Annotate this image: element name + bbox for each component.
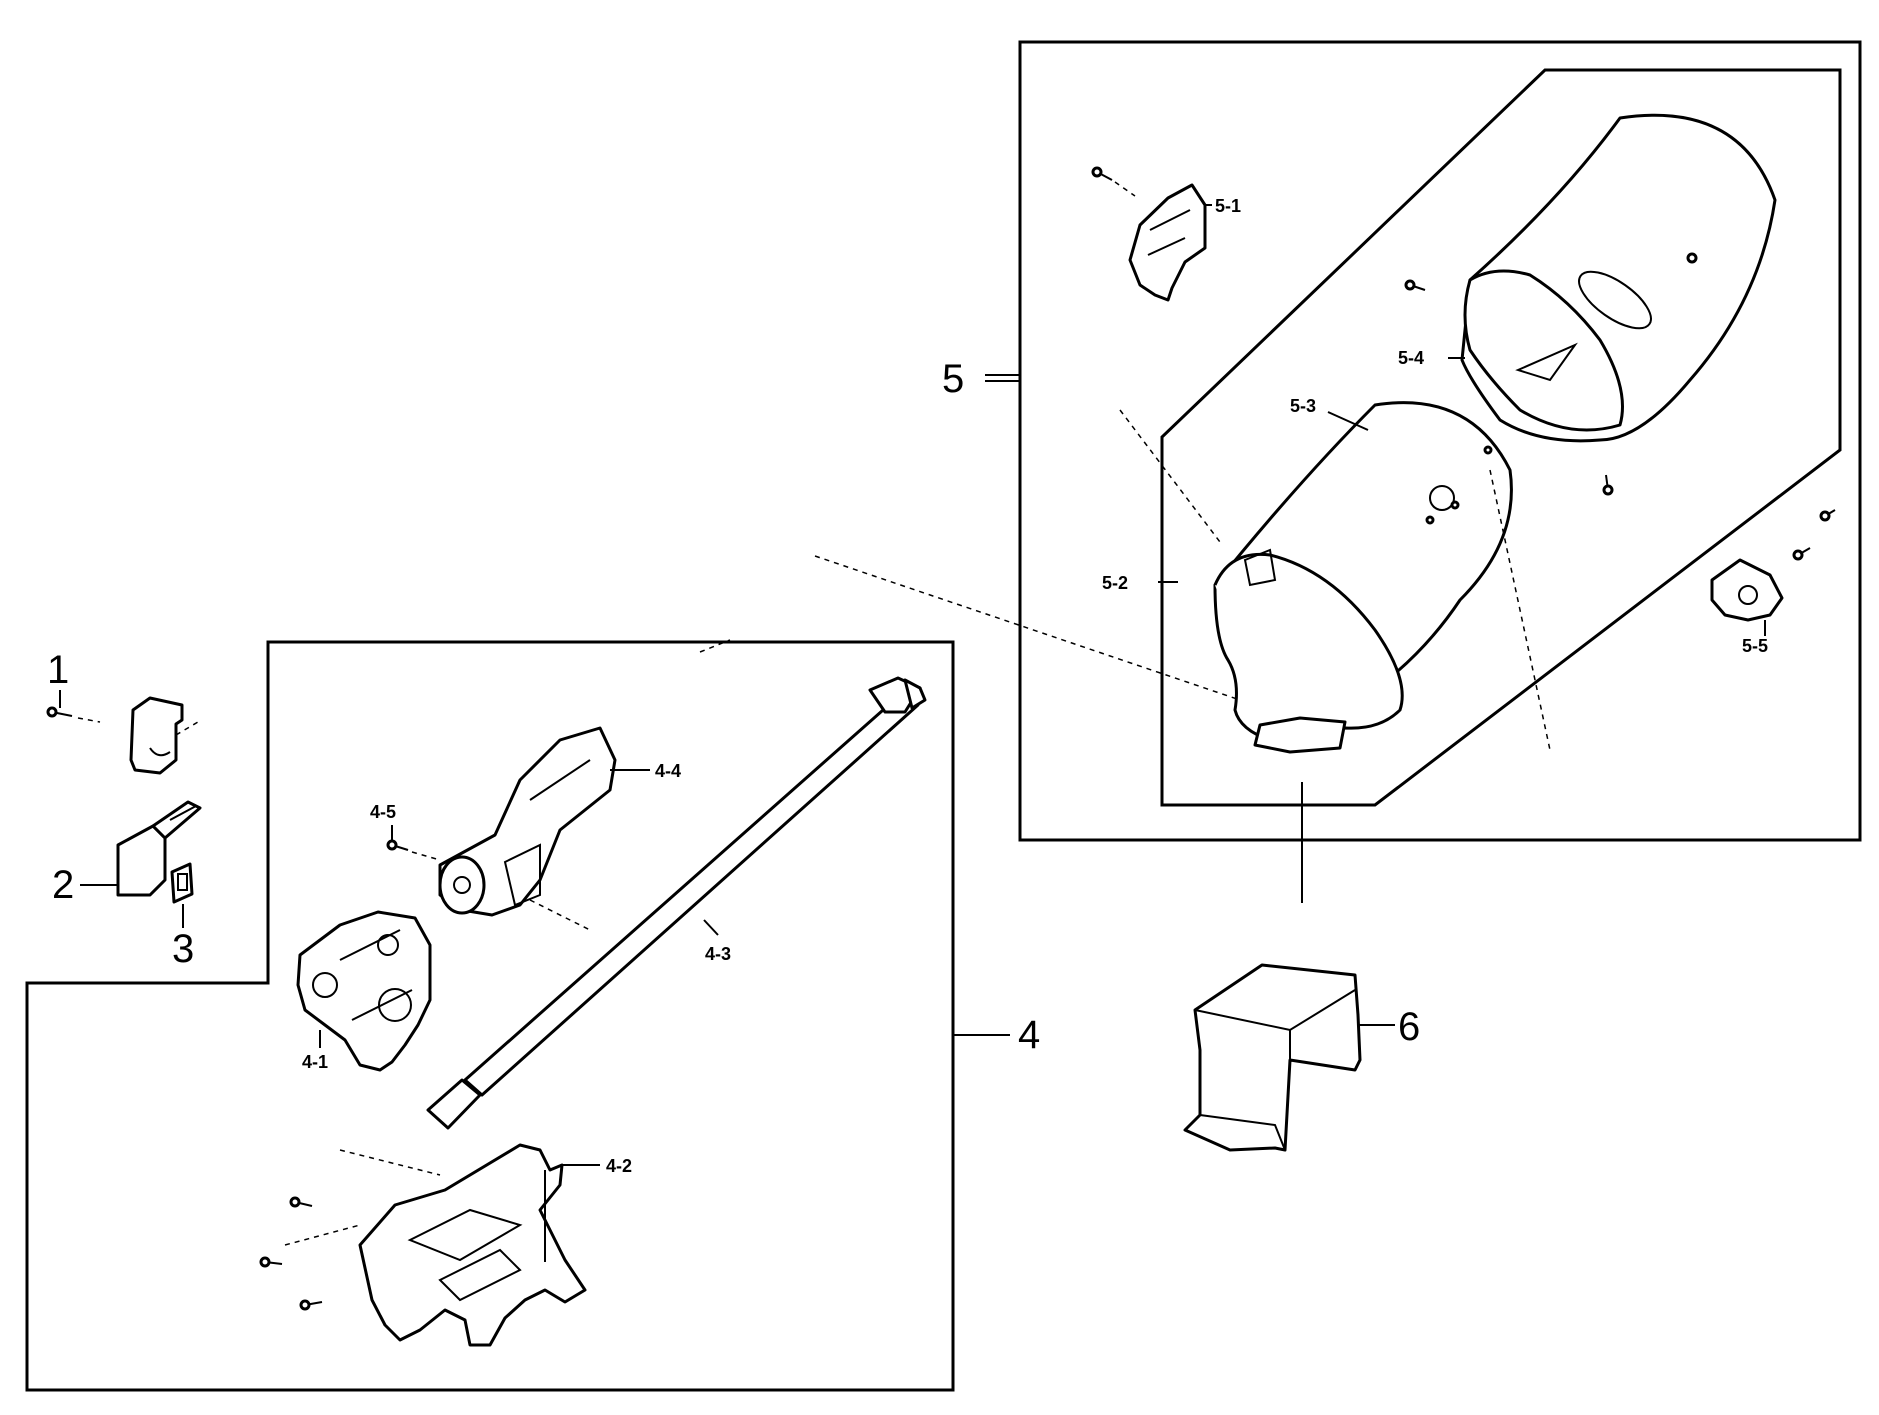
part-4-1-motor-unit (296, 910, 432, 1072)
part-5-4-drum-rear (1404, 113, 1777, 496)
part-3-gasket (170, 862, 194, 904)
screw-icon (289, 1196, 313, 1208)
part-6-bracket (1183, 963, 1362, 1152)
label-part-1: 1 (47, 648, 69, 692)
label-part-5-2: 5-2 (1102, 573, 1128, 593)
label-part-5-3: 5-3 (1290, 396, 1316, 416)
assembly-5-frame (1018, 40, 1862, 842)
label-part-5-4: 5-4 (1398, 348, 1424, 368)
part-5-5-bracket (1710, 509, 1836, 622)
alignment-line (814, 555, 1241, 701)
label-part-4-4: 4-4 (655, 761, 681, 781)
assembly-5-inner-frame (1160, 68, 1842, 807)
label-part-4-3: 4-3 (705, 944, 731, 964)
label-part-3: 3 (172, 927, 194, 971)
label-part-5-5: 5-5 (1742, 636, 1768, 656)
label-part-4: 4 (1018, 1013, 1040, 1057)
screw-icon (299, 1299, 323, 1311)
screw-icon (259, 1256, 283, 1268)
label-part-5-1: 5-1 (1215, 196, 1241, 216)
label-part-4-5: 4-5 (370, 802, 396, 822)
label-part-4-1: 4-1 (302, 1052, 328, 1072)
assembly-4-frame (25, 640, 955, 1392)
leader-lines (59, 204, 1766, 1166)
part-4-5-screw (386, 839, 441, 861)
part-4-4-actuator (438, 726, 617, 931)
part-4-2-bracket (259, 1143, 587, 1347)
label-part-5: 5 (942, 357, 964, 401)
label-part-2: 2 (52, 863, 74, 907)
alignment-line (1489, 469, 1551, 751)
label-part-6: 6 (1398, 1005, 1420, 1049)
part-5-3-drum-front (1213, 401, 1513, 754)
part-5-1-bracket (1091, 166, 1207, 302)
label-part-4-2: 4-2 (606, 1156, 632, 1176)
alignment-line (1119, 409, 1221, 543)
part-1-screw-and-clip (46, 696, 199, 775)
part-2-switch (116, 800, 202, 897)
part-4-3-rod (426, 639, 927, 1130)
